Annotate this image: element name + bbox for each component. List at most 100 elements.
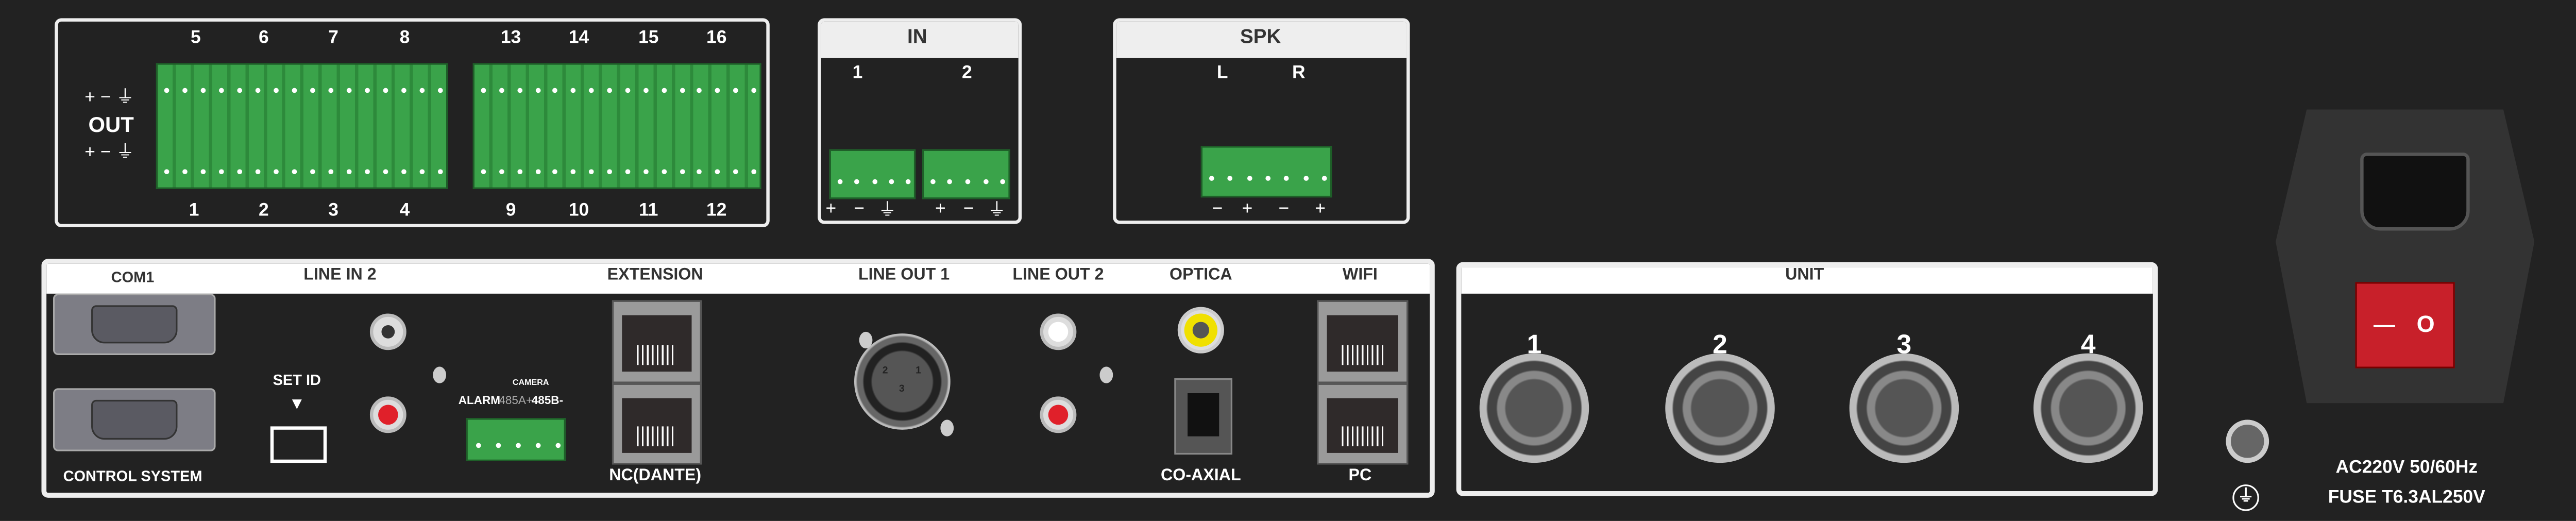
terminal-pin: [871, 178, 877, 183]
terminal-pin: [837, 178, 842, 183]
terminal-pin: [679, 87, 685, 93]
terminal-pin: [182, 87, 188, 93]
terminal-pin: [589, 169, 595, 175]
out-num: 13: [500, 28, 521, 48]
terminal-pin: [274, 169, 279, 175]
set-id-button[interactable]: [270, 426, 327, 463]
terminal-pin: [292, 87, 297, 93]
out-num: 11: [639, 200, 658, 221]
control-system-label: CONTROL SYSTEM: [63, 467, 202, 485]
terminal-pin: [1209, 176, 1215, 181]
terminal-pin: [517, 87, 522, 93]
terminal-pin: [571, 87, 577, 93]
out-num: 6: [259, 28, 269, 48]
unit-port-4[interactable]: [2033, 353, 2143, 463]
in-terminal-2[interactable]: [922, 149, 1010, 199]
spk-channel-l: L: [1216, 63, 1228, 83]
terminal-pin: [499, 87, 504, 93]
in-polarity: +: [825, 199, 837, 219]
switch-off-mark: O: [2416, 310, 2435, 337]
iec-power-inlet[interactable]: [2360, 153, 2470, 231]
unit-port-3[interactable]: [1849, 353, 1959, 463]
unit-port-1[interactable]: [1479, 353, 1589, 463]
unit-port-2[interactable]: [1665, 353, 1775, 463]
dante-rj45-port[interactable]: [612, 383, 702, 465]
terminal-pin: [661, 169, 667, 175]
optica-label: OPTICA: [1170, 266, 1232, 285]
terminal-pin: [889, 178, 894, 183]
out-num: 14: [568, 28, 589, 48]
spk-polarity: −: [1278, 199, 1290, 219]
terminal-pin: [982, 178, 988, 183]
out-num: 12: [706, 200, 727, 221]
extension-label: EXTENSION: [607, 266, 703, 285]
screw-icon: [433, 366, 447, 383]
terminal-pin: [589, 87, 595, 93]
terminal-pin: [182, 169, 188, 175]
control-system-port[interactable]: [53, 388, 216, 451]
extension-rj45-port[interactable]: [612, 300, 702, 383]
terminal-pin: [200, 87, 206, 93]
com1-port[interactable]: [53, 293, 216, 355]
terminal-pin: [1284, 176, 1290, 181]
rs485a-label: 485A+: [499, 395, 533, 408]
terminal-pin: [237, 169, 243, 175]
wifi-label: WIFI: [1342, 266, 1378, 285]
out-num: 15: [638, 28, 659, 48]
terminal-pin: [1303, 176, 1308, 181]
terminal-pin: [255, 87, 261, 93]
pc-rj45-port[interactable]: [1317, 383, 1409, 465]
terminal-pin: [715, 87, 721, 93]
fuse-rating: FUSE T6.3AL250V: [2328, 488, 2485, 508]
ground-terminal[interactable]: [2226, 419, 2269, 463]
alarm-terminal[interactable]: [466, 418, 566, 461]
line-out2-white-rca[interactable]: [1040, 313, 1077, 350]
screw-icon: [940, 419, 954, 436]
terminal-pin: [200, 169, 206, 175]
out-num: 1: [189, 200, 199, 221]
terminal-pin: [237, 87, 243, 93]
terminal-pin: [554, 443, 560, 448]
in-polarity: ⏚: [988, 200, 1006, 221]
in-channel-2: 2: [962, 63, 972, 83]
in-polarity: −: [854, 199, 865, 219]
line-in2-white-rca[interactable]: [369, 313, 406, 350]
power-switch[interactable]: — O: [2355, 282, 2455, 368]
terminal-pin: [751, 87, 757, 93]
terminal-pin: [419, 169, 425, 175]
out-terminal-block-right[interactable]: [472, 63, 761, 190]
set-id-label: SET ID: [273, 372, 321, 389]
unit-title: UNIT: [1785, 266, 1824, 285]
out-terminal-block-left[interactable]: [156, 63, 448, 190]
pc-label: PC: [1348, 467, 1372, 485]
terminal-pin: [553, 87, 558, 93]
spk-polarity: −: [1212, 199, 1223, 219]
terminal-pin: [643, 87, 649, 93]
terminal-pin: [346, 87, 352, 93]
out-num: 7: [328, 28, 338, 48]
terminal-pin: [481, 87, 486, 93]
optical-yellow-rca[interactable]: [1177, 307, 1224, 354]
spk-terminal[interactable]: [1200, 146, 1332, 198]
terminal-pin: [535, 443, 540, 448]
line-out2-red-rca[interactable]: [1040, 396, 1077, 433]
line-in2-red-rca[interactable]: [369, 396, 406, 433]
line-out1-xlr[interactable]: 2 1 3: [854, 333, 951, 430]
in-terminal-1[interactable]: [829, 149, 916, 199]
nc-dante-label: NC(DANTE): [609, 467, 702, 485]
terminal-pin: [218, 87, 224, 93]
terminal-pin: [481, 169, 486, 175]
terminal-pin: [292, 169, 297, 175]
unit-panel: [1456, 262, 2158, 496]
co-axial-label: CO-AXIAL: [1161, 467, 1241, 485]
coaxial-toslink-port[interactable]: [1174, 378, 1233, 455]
terminal-pin: [697, 87, 703, 93]
terminal-pin: [643, 169, 649, 175]
terminal-pin: [1000, 178, 1006, 183]
wifi-rj45-port[interactable]: [1317, 300, 1409, 383]
terminal-pin: [1228, 176, 1233, 181]
camera-label: CAMERA: [512, 378, 549, 389]
terminal-pin: [365, 169, 370, 175]
earth-icon: ⏚: [2232, 484, 2259, 511]
out-label: OUT: [88, 112, 134, 137]
